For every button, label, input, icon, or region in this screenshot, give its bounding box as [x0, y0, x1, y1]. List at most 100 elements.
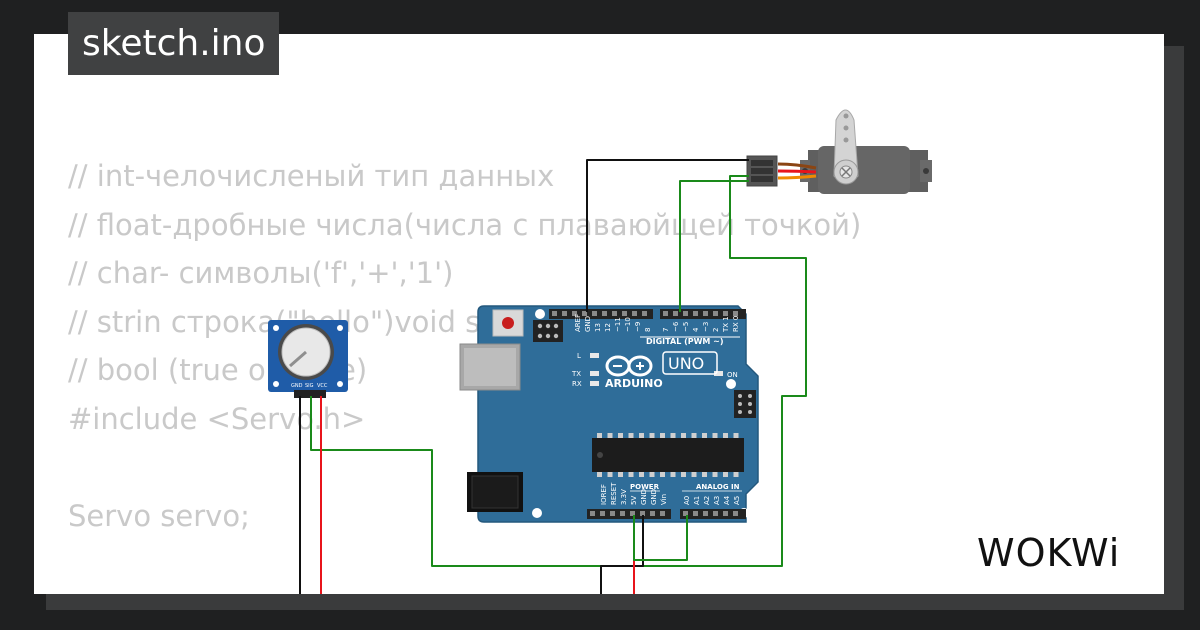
chip-pin — [649, 433, 655, 438]
microcontroller-chip — [592, 438, 744, 472]
chip-pin — [733, 472, 739, 477]
header-pin — [703, 311, 708, 316]
header-pin — [650, 511, 655, 516]
digital-pin-label: ~5 — [682, 322, 690, 332]
led-label-tx: TX — [571, 370, 581, 378]
header-pin — [703, 511, 708, 516]
led-on — [714, 371, 723, 376]
analog-pin-label: A0 — [683, 496, 691, 505]
header-pin — [660, 511, 665, 516]
wokwi-logo: WOKWi — [977, 531, 1119, 575]
pot-pin-gnd: GND — [291, 383, 303, 389]
pot-pin-vcc: VCC — [317, 383, 328, 389]
header-pin — [630, 511, 635, 516]
digital-pin-label: 12 — [604, 323, 612, 332]
analog-pin-label: A3 — [713, 496, 721, 505]
mounting-hole — [726, 379, 736, 389]
power-header — [587, 509, 671, 519]
analog-pin-label: A5 — [733, 496, 741, 505]
led-rx — [590, 381, 599, 386]
analog-label: ANALOG IN — [696, 483, 740, 491]
power-pin-label: IOREF — [600, 484, 608, 505]
wire-servo-signal[interactable] — [679, 180, 749, 312]
chip-pin — [691, 472, 697, 477]
potentiometer[interactable]: GND SIG VCC — [268, 320, 348, 398]
header-pin — [683, 511, 688, 516]
wire-board-a0[interactable] — [633, 515, 688, 561]
chip-pin — [639, 472, 644, 477]
code-editor-text: // int-челочисленый тип данных // float-д… — [68, 152, 861, 594]
led-l — [590, 353, 599, 358]
header-pin — [733, 311, 738, 316]
header-pin — [600, 511, 605, 516]
led-label-on: ON — [727, 371, 738, 379]
digital-pin-label: 7 — [662, 328, 670, 332]
code-line: // float-дробные числа(числа с плаваюйще… — [68, 207, 862, 242]
chip-pin — [681, 472, 686, 477]
digital-pin-label: 8 — [644, 328, 652, 332]
header-pin — [713, 311, 718, 316]
chip-pin — [702, 472, 707, 477]
chip-pin — [597, 472, 602, 477]
chip-pin — [618, 472, 623, 477]
wire-servo-gnd[interactable] — [586, 159, 749, 312]
digital-pin-label: ~11 — [614, 317, 622, 332]
chip-pin — [660, 472, 665, 477]
chip-pin — [723, 433, 728, 438]
chip-pin — [702, 433, 707, 438]
code-line: // char- символы('f','+','1') — [68, 256, 454, 290]
power-pin-label: GND — [640, 489, 648, 505]
led-label-rx: RX — [572, 380, 582, 388]
header-pin — [683, 311, 688, 316]
mounting-hole — [535, 309, 545, 319]
header-pin — [620, 511, 625, 516]
header-pin — [582, 311, 587, 316]
header-pin — [663, 311, 668, 316]
wire-board-gnd[interactable] — [600, 515, 644, 630]
chip-pin — [670, 472, 676, 477]
digital-pin-label: ~6 — [672, 321, 680, 332]
digital-label: DIGITAL (PWM ~) — [646, 337, 724, 346]
code-line: Servo servo; — [68, 498, 250, 533]
header-pin — [713, 511, 718, 516]
power-label: POWER — [630, 483, 660, 491]
digital-pin-label: TX 1 — [722, 316, 730, 333]
servo-motor[interactable] — [746, 109, 932, 194]
pin-label-gnd: GND — [584, 316, 592, 332]
header-pin — [612, 311, 617, 316]
chip-pin — [597, 433, 602, 438]
header-pin — [622, 311, 627, 316]
header-pin — [592, 311, 597, 316]
filename-tab[interactable]: sketch.ino — [68, 12, 280, 75]
code-line: // int-челочисленый тип данных — [68, 159, 555, 193]
led-tx — [590, 371, 599, 376]
chip-pin — [607, 472, 613, 477]
digital-pin-label: ~9 — [634, 322, 642, 332]
header-pin — [552, 311, 557, 316]
mounting-hole — [532, 508, 542, 518]
chip-pin — [628, 433, 634, 438]
header-pin — [723, 311, 728, 316]
digital-pin-label: 13 — [594, 323, 602, 332]
header-pin — [632, 311, 637, 316]
header-pin — [590, 511, 595, 516]
pin-label-aref: AREF — [574, 314, 582, 332]
power-pin-label: Vin — [660, 494, 668, 505]
chip-pin — [681, 433, 686, 438]
chip-pin — [618, 433, 623, 438]
header-pin — [562, 311, 567, 316]
chip-pin — [733, 433, 739, 438]
chip-pin — [712, 472, 718, 477]
header-pin — [723, 511, 728, 516]
wire-pot-signal[interactable] — [310, 175, 807, 567]
chip-pin — [712, 433, 718, 438]
arduino-brand: ARDUINO — [605, 377, 663, 390]
chip-pin — [607, 433, 613, 438]
digital-pin-label: ~3 — [702, 322, 710, 332]
code-line: #include <Servo.h> — [68, 401, 366, 436]
power-pin-label: GND — [650, 489, 658, 505]
chip-pin — [691, 433, 697, 438]
digital-pin-label: ~10 — [624, 317, 632, 332]
power-pin-label: RESET — [610, 482, 618, 505]
